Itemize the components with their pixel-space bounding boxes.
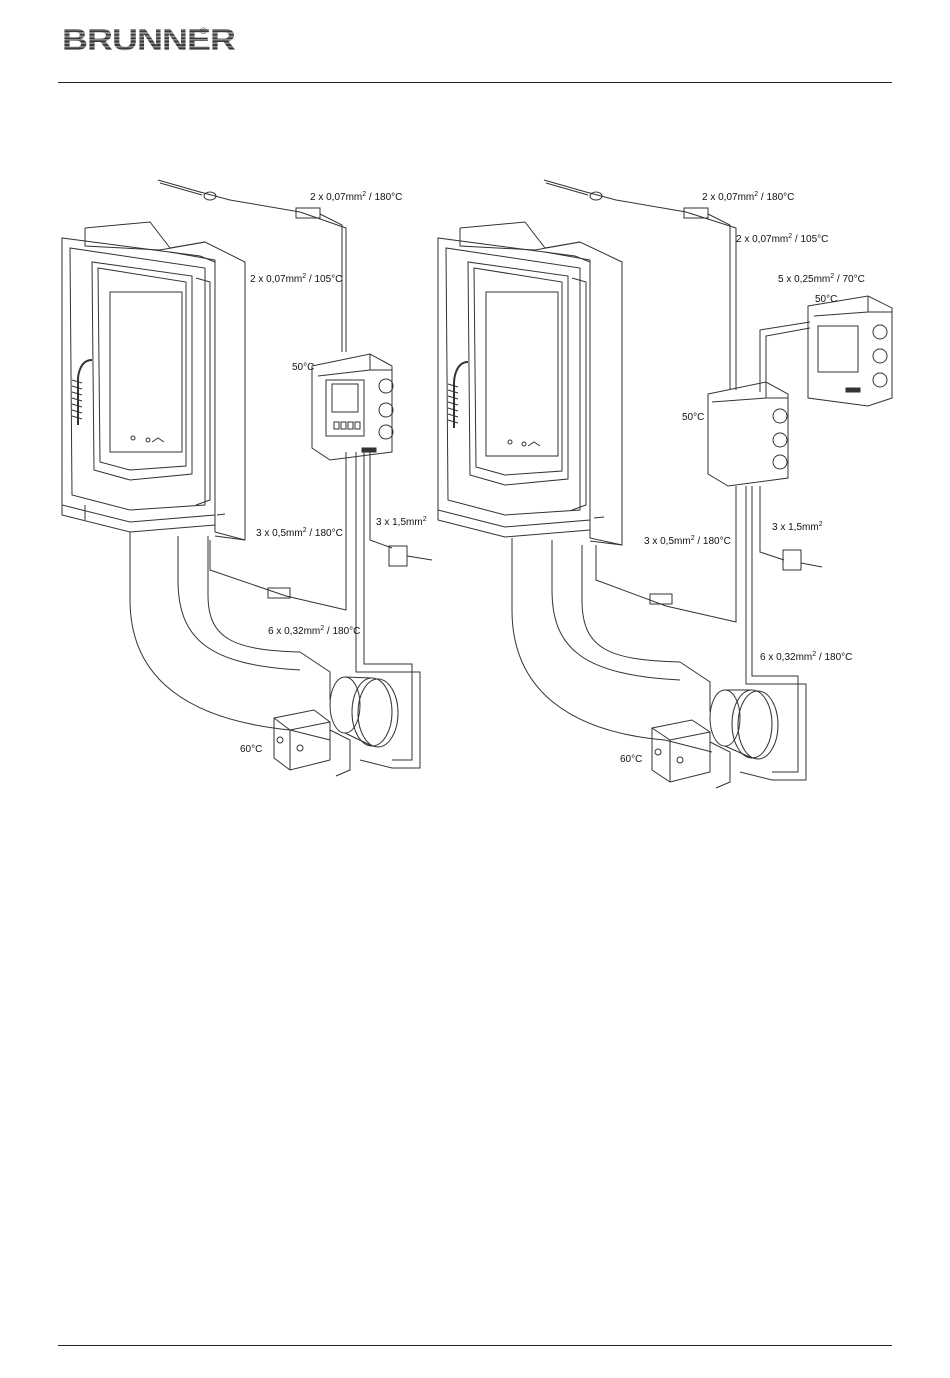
label-display-temp-right: 50°C — [815, 294, 837, 305]
damper-motor-left — [274, 710, 350, 776]
label-05-cable-right: 3 x 0,5mm2 / 180°C — [644, 535, 731, 547]
duct-left — [130, 532, 398, 747]
label-105-cable-right: 2 x 0,07mm2 / 105°C — [736, 233, 828, 245]
label-032-cable-right: 6 x 0,32mm2 / 180°C — [760, 651, 852, 663]
label-controller-temp-left: 50°C — [292, 362, 314, 373]
right-diagram: 2 x 0,07mm2 / 180°C 2 x 0,07mm2 / 105°C … — [438, 180, 892, 788]
duct-right — [512, 538, 778, 759]
label-motor-temp-right: 60°C — [620, 754, 642, 765]
damper-motor-right — [652, 720, 730, 788]
label-05-cable-left: 3 x 0,5mm2 / 180°C — [256, 527, 343, 539]
footer-rule — [58, 1345, 892, 1346]
cables-left — [158, 180, 432, 768]
label-display-cable-right: 5 x 0,25mm2 / 70°C — [778, 273, 865, 285]
label-power-cable-right: 3 x 1,5mm2 — [772, 521, 823, 533]
label-sensor-cable-right: 2 x 0,07mm2 / 180°C — [702, 191, 794, 203]
label-032-cable-left: 6 x 0,32mm2 / 180°C — [268, 625, 360, 637]
label-sensor-cable-left: 2 x 0,07mm2 / 180°C — [310, 191, 402, 203]
junction-box-right — [708, 382, 788, 486]
stove-right — [438, 222, 622, 545]
left-diagram: 2 x 0,07mm2 / 180°C 2 x 0,07mm2 / 105°C … — [62, 180, 432, 776]
label-power-cable-left: 3 x 1,5mm2 — [376, 516, 427, 528]
display-panel-right — [808, 296, 892, 406]
label-motor-temp-left: 60°C — [240, 744, 262, 755]
label-105-cable-left: 2 x 0,07mm2 / 105°C — [250, 273, 342, 285]
label-junction-temp-right: 50°C — [682, 412, 704, 423]
stove-left — [62, 222, 245, 540]
controller-left — [312, 354, 393, 460]
